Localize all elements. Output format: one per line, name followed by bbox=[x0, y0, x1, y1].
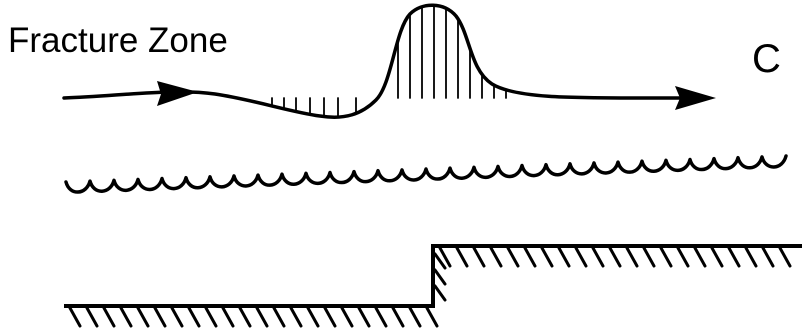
deficit-hatch-lines bbox=[271, 97, 357, 119]
floor-hatch-tick bbox=[676, 246, 690, 268]
floor-hatch-tick bbox=[455, 246, 469, 268]
floor-hatch-tick bbox=[255, 306, 269, 328]
flow-streamline bbox=[62, 3, 716, 119]
floor-hatch-tick bbox=[761, 246, 775, 268]
floor-hatch-tick bbox=[523, 246, 537, 268]
sea-floor-profile bbox=[64, 244, 802, 308]
floor-hatch-tick bbox=[540, 246, 554, 268]
floor-hatch-tick bbox=[693, 246, 707, 268]
floor-hatch-tick bbox=[408, 306, 422, 328]
floor-hatch-tick bbox=[187, 306, 201, 328]
floor-hatch-tick bbox=[221, 306, 235, 328]
floor-hatch-tick bbox=[727, 246, 741, 268]
floor-hatch-tick bbox=[472, 246, 486, 268]
floor-hatch-tick bbox=[710, 246, 724, 268]
floor-hatch-tick bbox=[374, 306, 388, 328]
wave-line bbox=[64, 154, 788, 194]
step-face-hatch bbox=[433, 252, 447, 302]
arrowhead-right bbox=[675, 86, 716, 110]
floor-hatch-tick bbox=[433, 252, 447, 270]
floor-hatch-tick bbox=[778, 246, 792, 268]
floor-hatch-tick bbox=[323, 306, 337, 328]
floor-hatch-tick bbox=[272, 306, 286, 328]
floor-hatch-tick bbox=[438, 246, 452, 268]
floor-hatch-tick bbox=[85, 306, 99, 328]
floor-hatch-tick bbox=[574, 246, 588, 268]
floor-hatch-tick bbox=[557, 246, 571, 268]
floor-hatch-tick bbox=[170, 306, 184, 328]
floor-hatch-tick bbox=[744, 246, 758, 268]
floor-hatch-tick bbox=[391, 306, 405, 328]
sea-floor-step bbox=[64, 244, 802, 328]
diagram-title: Fracture Zone bbox=[8, 21, 228, 60]
floor-hatch-tick bbox=[625, 246, 639, 268]
floor-hatch-tick bbox=[591, 246, 605, 268]
floor-hatch-tick bbox=[608, 246, 622, 268]
floor-hatch-tick bbox=[153, 306, 167, 328]
panel-letter: C bbox=[752, 37, 781, 81]
floor-hatch-tick bbox=[238, 306, 252, 328]
lower-floor-hatch bbox=[68, 306, 439, 328]
floor-hatch-tick bbox=[68, 306, 82, 328]
floor-hatch-tick bbox=[340, 306, 354, 328]
floor-hatch-tick bbox=[506, 246, 520, 268]
upper-floor-hatch bbox=[438, 246, 792, 268]
floor-hatch-tick bbox=[204, 306, 218, 328]
floor-hatch-tick bbox=[119, 306, 133, 328]
floor-hatch-tick bbox=[289, 306, 303, 328]
arrowhead-left bbox=[157, 81, 198, 106]
floor-hatch-tick bbox=[102, 306, 116, 328]
floor-hatch-tick bbox=[136, 306, 150, 328]
floor-hatch-tick bbox=[357, 306, 371, 328]
floor-hatch-tick bbox=[489, 246, 503, 268]
floor-hatch-tick bbox=[425, 306, 439, 328]
floor-hatch-tick bbox=[642, 246, 656, 268]
floor-hatch-tick bbox=[659, 246, 673, 268]
floor-hatch-tick bbox=[433, 268, 447, 286]
floor-hatch-tick bbox=[306, 306, 320, 328]
floor-hatch-tick bbox=[433, 284, 447, 302]
peak-hatch-lines bbox=[397, 4, 507, 99]
